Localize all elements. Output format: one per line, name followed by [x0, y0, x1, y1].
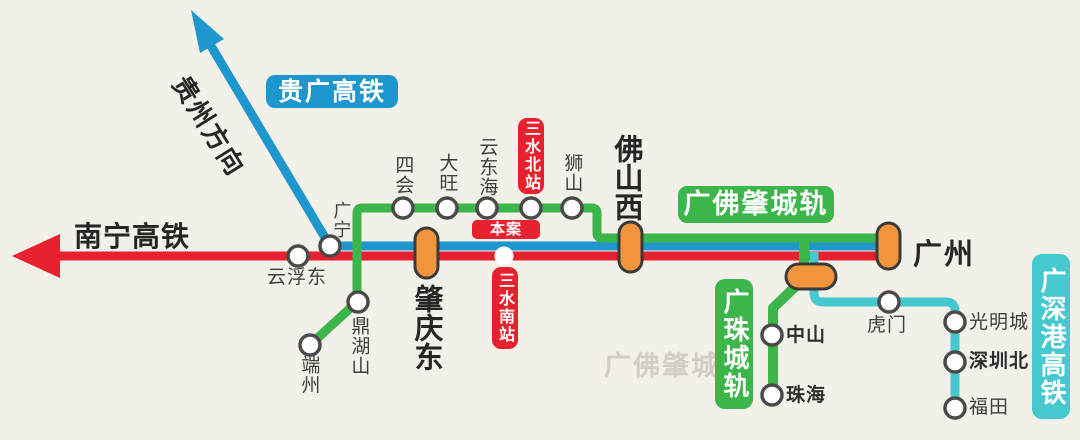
guangzhu-line — [768, 279, 803, 396]
station-label-humen: 虎门 — [867, 314, 908, 336]
station-pill-junction — [784, 262, 838, 291]
badge-sanshui-south: 三水南站 — [492, 267, 518, 349]
station-marker-duanzhou — [298, 333, 322, 357]
station-label-dawang: 大旺 — [436, 153, 459, 193]
station-marker-yunfudong — [286, 244, 310, 268]
station-marker-guangmingcheng — [943, 310, 967, 334]
badge-project-site: 本案 — [472, 220, 540, 239]
station-pill-foshanxi — [617, 220, 644, 274]
station-label-zhuhai: 珠海 — [786, 384, 827, 406]
badge-sanshui-north-text: 三水北站 — [522, 120, 541, 192]
station-label-sihui: 四会 — [392, 155, 415, 195]
station-label-futian: 福田 — [969, 396, 1010, 418]
station-marker-zhongshan — [760, 323, 784, 347]
station-marker-shishan — [560, 196, 584, 220]
station-label-yunfudong: 云浮东 — [267, 266, 328, 288]
badge-guangshengang-text: 广深港高铁 — [1036, 266, 1066, 407]
station-label-guangning: 广宁 — [330, 201, 352, 239]
station-label-yundonghai: 云东海 — [476, 137, 499, 197]
station-label-duanzhou: 端州 — [298, 355, 321, 395]
station-label-foshanxi: 佛山西 — [610, 134, 644, 221]
station-marker-yundonghai — [475, 196, 499, 220]
station-marker-shenzhenbei — [943, 350, 967, 374]
station-label-guangzhou: 广州 — [913, 237, 976, 271]
badge-guangfozhao-intercity: 广佛肇城轨 — [678, 186, 834, 223]
badge-guangzhu-text: 广珠城轨 — [719, 288, 749, 400]
station-marker-sanshui-south — [494, 246, 514, 266]
guiguang-line-diagonal — [207, 43, 334, 249]
badge-guangzhu-intercity: 广珠城轨 — [715, 279, 753, 409]
nanning-arrowhead-icon — [12, 234, 60, 278]
station-marker-futian — [943, 396, 967, 420]
station-pill-guangzhou — [875, 221, 902, 271]
badge-guangshengang-hsr: 广深港高铁 — [1032, 254, 1070, 419]
badge-guiguang-hsr: 贵广高铁 — [266, 75, 398, 108]
station-label-guangmingcheng: 光明城 — [969, 311, 1030, 333]
watermark: 广佛肇城 — [604, 351, 720, 382]
station-label-shishan: 狮山 — [561, 153, 584, 193]
station-label-dinghushan: 鼎湖山 — [348, 316, 371, 376]
station-marker-dinghushan — [346, 290, 370, 314]
station-marker-humen — [877, 290, 901, 314]
guizhou-arrowhead-icon — [191, 10, 224, 53]
station-label-zhaoqingdong: 肇庆东 — [410, 284, 444, 371]
station-label-shenzhenbei: 深圳北 — [969, 350, 1030, 372]
station-marker-sanshui-north — [519, 196, 543, 220]
nanning-hsr-title: 南宁高铁 — [74, 220, 191, 253]
station-marker-zhuhai — [760, 383, 784, 407]
station-pill-zhaoqingdong — [413, 226, 440, 280]
station-marker-guangning — [318, 234, 342, 258]
badge-sanshui-south-text: 三水南站 — [496, 272, 515, 344]
station-marker-dawang — [435, 196, 459, 220]
guangfozhao-line — [306, 203, 878, 349]
badge-sanshui-north: 三水北站 — [518, 118, 544, 194]
station-label-zhongshan: 中山 — [786, 324, 827, 346]
station-marker-sihui — [391, 196, 415, 220]
